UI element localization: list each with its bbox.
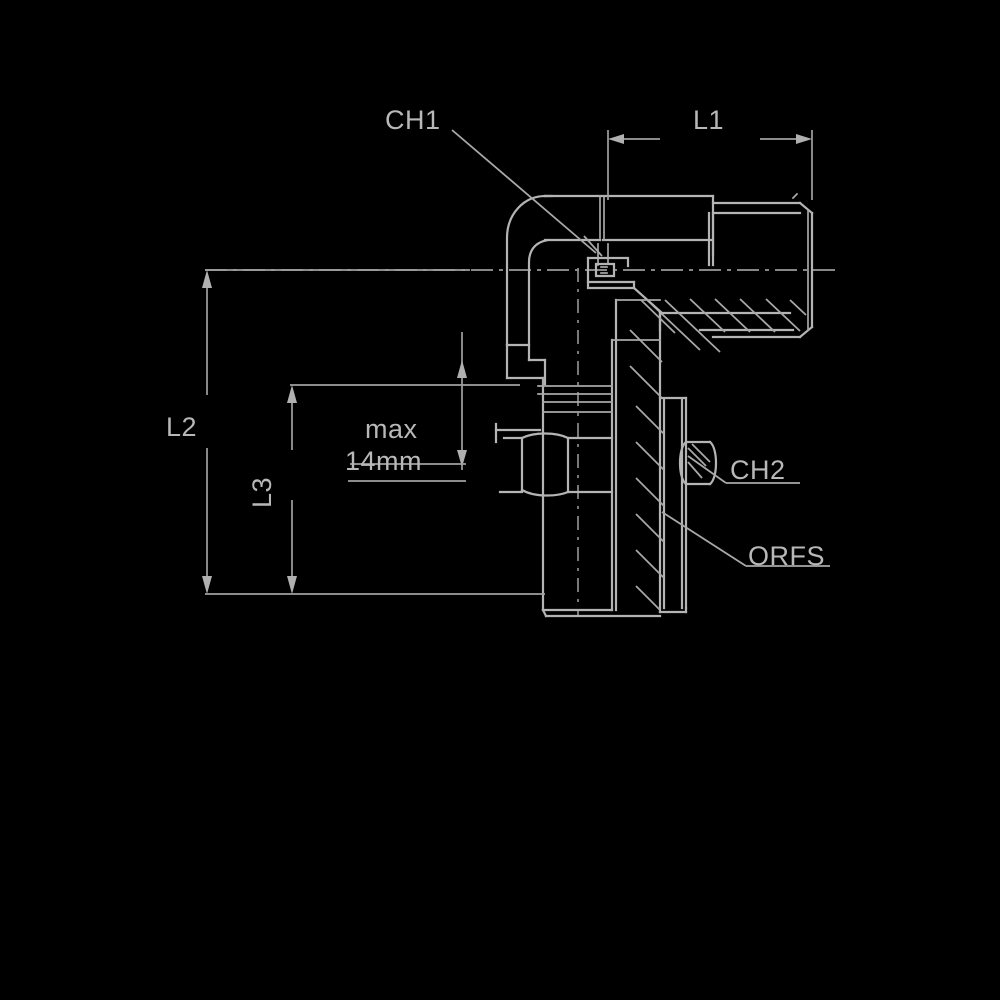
misc-detail-lines bbox=[505, 192, 799, 387]
leader-CH2 bbox=[687, 455, 800, 484]
oring-seal-icon bbox=[678, 440, 718, 486]
label-max-note-line2: 14mm bbox=[345, 446, 423, 476]
horizontal-bore-lines bbox=[597, 195, 802, 267]
orfs-seal-face bbox=[658, 311, 688, 614]
label-l2: L2 bbox=[166, 412, 198, 442]
hex-nut-profile bbox=[494, 422, 614, 497]
leader-ORFS bbox=[661, 511, 830, 567]
dimension-L1 bbox=[607, 130, 813, 200]
dimension-L3 bbox=[287, 384, 520, 594]
label-orfs: ORFS bbox=[748, 541, 826, 571]
dimension-max-14mm bbox=[348, 332, 467, 482]
label-ch2: CH2 bbox=[730, 455, 786, 485]
label-max-note-line1: max bbox=[365, 414, 418, 444]
leader-CH1 bbox=[451, 129, 603, 257]
label-l1: L1 bbox=[693, 105, 725, 135]
label-ch1: CH1 bbox=[385, 105, 441, 135]
horizontal-stud-body bbox=[543, 194, 814, 339]
section-hatch-flange bbox=[629, 299, 676, 611]
elbow-outer-corner bbox=[505, 194, 554, 362]
dimension-L2 bbox=[202, 269, 545, 595]
section-hatch-horizontal bbox=[644, 297, 807, 353]
vertical-branch-body bbox=[505, 298, 662, 618]
label-l3: L3 bbox=[247, 476, 277, 508]
